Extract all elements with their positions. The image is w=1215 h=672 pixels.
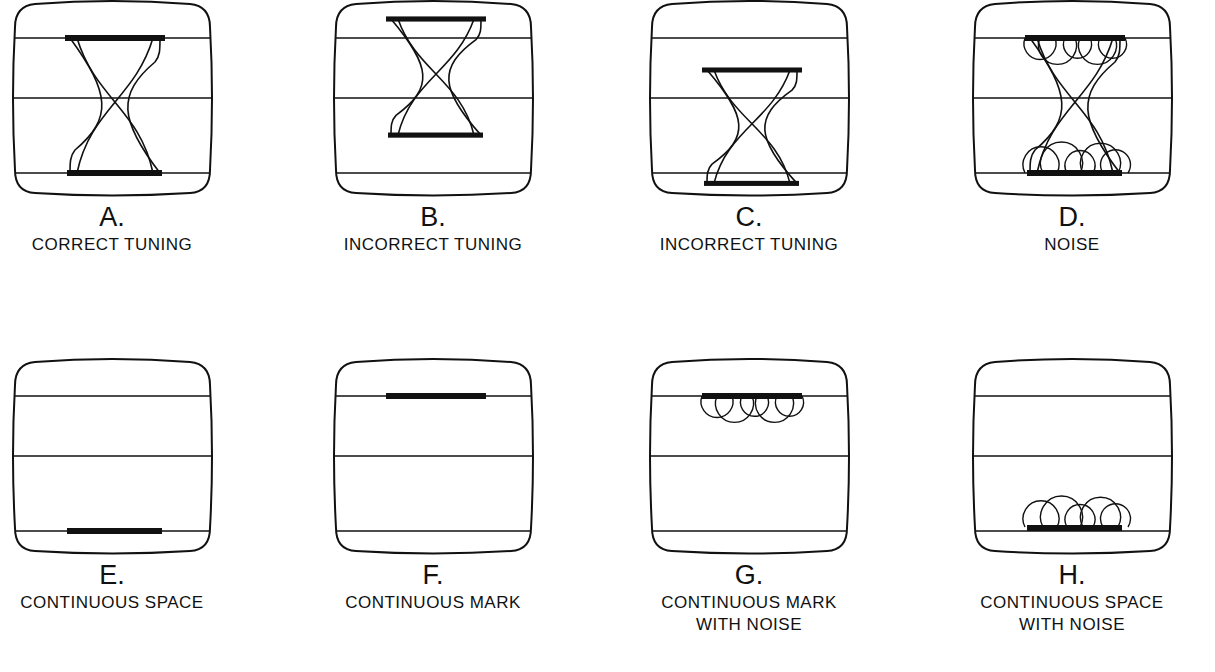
panel-caption: INCORRECT TUNING (326, 234, 541, 256)
panel-letter: A. (99, 200, 125, 235)
scope-screen (973, 359, 1172, 554)
panel-letter: E. (99, 558, 125, 593)
scope-screen (650, 1, 849, 196)
panel-letter: B. (420, 200, 446, 235)
scope-screen (13, 359, 212, 554)
panel-letter: F. (422, 558, 443, 593)
scope-screen (973, 1, 1172, 196)
panel-caption: CONTINUOUS MARK WITH NOISE (642, 592, 857, 636)
scope-screen (13, 1, 212, 196)
panel-caption: CONTINUOUS SPACE (5, 592, 220, 614)
panel-letter: C. (736, 200, 763, 235)
panel-caption: NOISE (965, 234, 1180, 256)
panel-letter: H. (1059, 558, 1086, 593)
scope-screen (334, 1, 533, 196)
panel-caption: CONTINUOUS MARK (326, 592, 541, 614)
panel-caption: CORRECT TUNING (5, 234, 220, 256)
panel-caption: INCORRECT TUNING (642, 234, 857, 256)
scope-screen (650, 359, 849, 554)
panel-caption: CONTINUOUS SPACE WITH NOISE (965, 592, 1180, 636)
panel-letter: D. (1059, 200, 1086, 235)
scope-screen (334, 359, 533, 554)
panel-letter: G. (735, 558, 764, 593)
